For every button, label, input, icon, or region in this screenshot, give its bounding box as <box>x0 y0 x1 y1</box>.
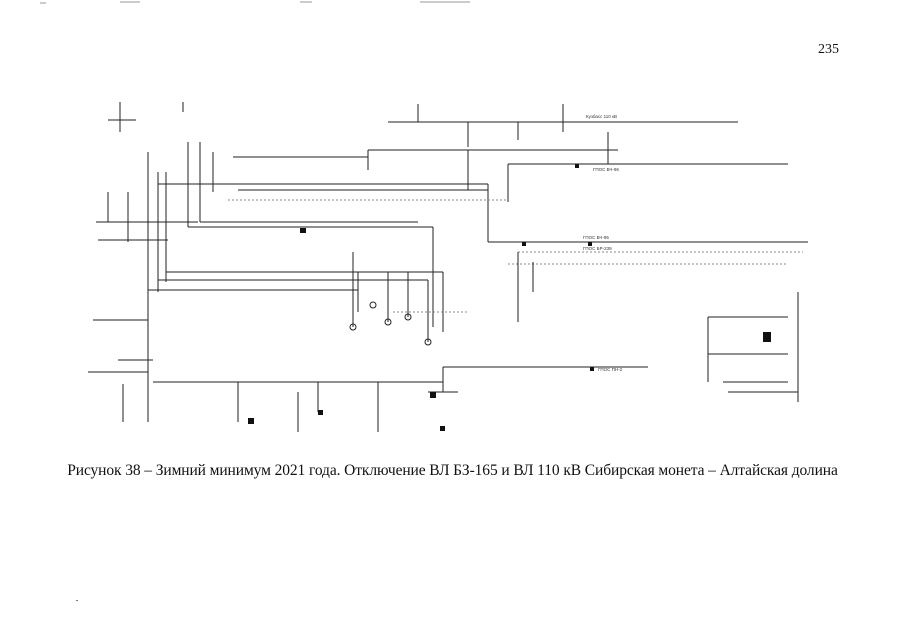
bus-label-110kv: Кузбасс 110 кВ <box>586 114 617 119</box>
page-number: 235 <box>818 42 839 57</box>
scan-speck <box>76 600 78 601</box>
line-label-3: ГПОС БР-239 <box>583 246 612 251</box>
line-label-4: ГПОС ПН-2 <box>598 367 623 372</box>
figure-caption: Рисунок 38 – Зимний минимум 2021 года. О… <box>67 462 838 479</box>
line-label-2: ГПОС БЧ-95 <box>583 235 609 240</box>
power-grid-schematic: Кузбасс 110 кВ ГПОС БЧ-96 ГПОС БЧ-95 ГПО… <box>88 102 808 432</box>
line-label-1: ГПОС БЧ-96 <box>593 167 619 172</box>
scan-top-marks <box>40 1 470 4</box>
